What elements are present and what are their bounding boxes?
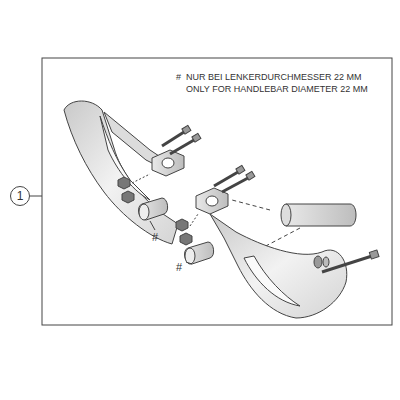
washer <box>314 256 322 268</box>
note-text: NUR BEI LENKERDURCHMESSER 22 MM <box>186 73 362 82</box>
spacer-sleeve <box>139 198 168 220</box>
left-handguard-window <box>100 116 150 200</box>
spacer-end <box>185 248 195 264</box>
washer <box>323 257 329 267</box>
group-frame <box>42 58 392 325</box>
assembly-line <box>232 200 270 210</box>
leader-line <box>186 262 192 264</box>
bolt-head <box>182 125 191 134</box>
callout-circle: 1 <box>10 186 30 206</box>
left-clamp <box>152 150 184 176</box>
bolt <box>222 178 248 192</box>
bolt-head <box>246 171 255 180</box>
right-handguard-window <box>244 256 300 306</box>
right-handguard <box>210 214 347 318</box>
assembly-line <box>132 174 150 183</box>
callout-number: 1 <box>17 189 24 203</box>
spacer-end <box>139 204 149 220</box>
bolt <box>170 140 194 154</box>
nut <box>118 177 130 189</box>
note-text: ONLY FOR HANDLEBAR DIAMETER 22 MM <box>186 85 368 94</box>
leader-line <box>150 221 155 230</box>
grip-end <box>281 204 291 226</box>
bolt-head <box>369 250 379 259</box>
assembly-line <box>190 214 198 226</box>
bolt <box>162 132 184 146</box>
bolt-head <box>236 165 245 174</box>
bolt <box>322 256 372 272</box>
bolt-head <box>192 133 201 142</box>
spacer-sleeve <box>185 242 214 264</box>
nut <box>180 233 192 245</box>
assembly-line <box>262 228 300 248</box>
clamp-bore <box>206 196 218 206</box>
leader-line <box>30 196 42 197</box>
note-marker: # <box>176 73 181 82</box>
nut <box>176 219 188 231</box>
note-marker: # <box>152 232 158 243</box>
note-marker: # <box>176 262 182 273</box>
clamp-bore <box>162 158 174 168</box>
handlebar-grip <box>286 204 356 226</box>
nut <box>122 191 134 203</box>
